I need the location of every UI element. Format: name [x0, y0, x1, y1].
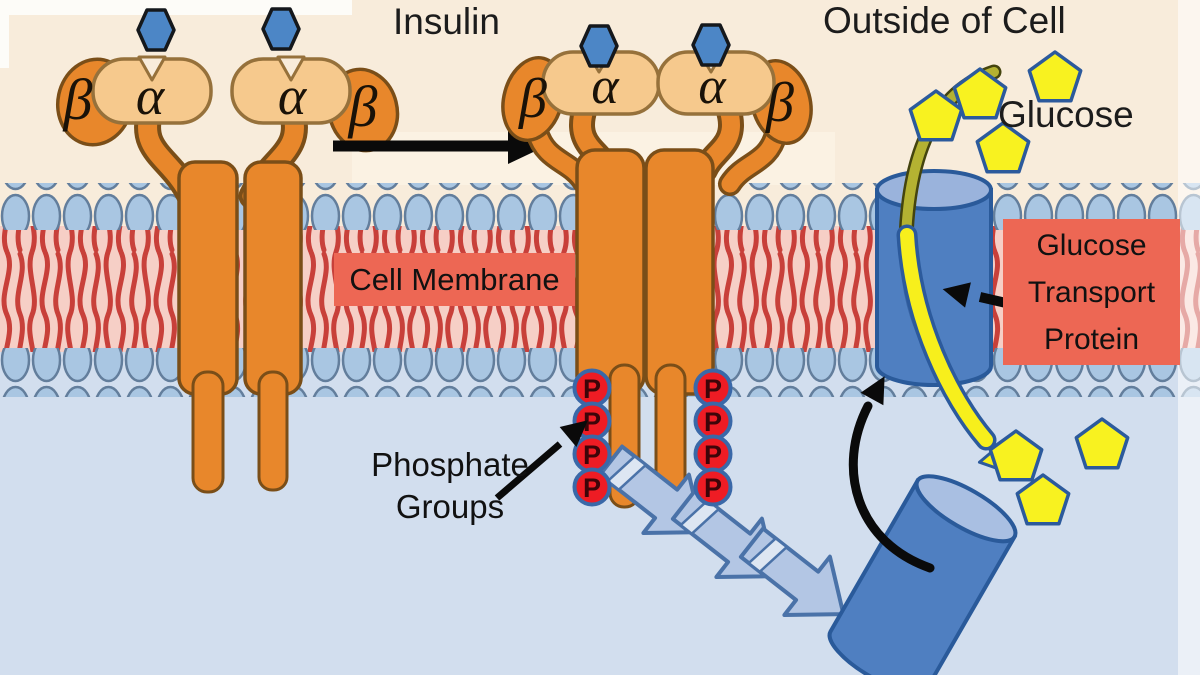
beta-subunit-label: β [518, 68, 547, 130]
top-left-white-strip [0, 0, 352, 15]
phosphate-label-line: Groups [395, 488, 505, 526]
phosphate-letter: P [704, 440, 722, 470]
left-white-sliver [0, 14, 9, 68]
pointer-arrow-phosphate [494, 410, 597, 501]
phosphate-letter: P [704, 374, 722, 404]
receptor-transmembrane-column [575, 148, 646, 396]
phosphate-group: P [693, 368, 733, 408]
alpha-binding-notch [137, 55, 167, 82]
receptor-transmembrane-column [243, 160, 303, 396]
glucose-vesicle [827, 474, 1018, 675]
insulin-hexagon [136, 8, 176, 52]
alpha-binding-notch [276, 55, 306, 82]
right-edge-fade [1178, 0, 1200, 675]
receptor-tail [257, 370, 289, 492]
phosphate-group: P [693, 401, 733, 441]
insulin-hexagon [261, 7, 301, 51]
transport-label-line: Glucose [1036, 228, 1147, 262]
receptor-transmembrane-column [644, 148, 715, 396]
phosphate-letter: P [583, 473, 601, 503]
alpha-subunit-label: α [136, 66, 166, 126]
transport-label-line: Protein [1043, 322, 1140, 356]
beta-subunit-label: β [63, 67, 93, 132]
transport-label-line: Transport [1027, 275, 1156, 309]
phosphate-letter: P [583, 440, 601, 470]
phosphate-groups: P P P P P P P P [572, 368, 733, 507]
cell-membrane-label-box: Cell Membrane [334, 253, 575, 306]
phosphate-group: P [572, 467, 612, 507]
black-translocation-arrow [848, 369, 935, 573]
outside-of-cell-label: Outside of Cell [823, 0, 1066, 41]
phosphate-letter: P [583, 407, 601, 437]
phosphate-letter: P [704, 473, 722, 503]
glucose-transport-protein-label-box: Glucose Transport Protein [1003, 219, 1180, 365]
phosphate-letter: P [704, 407, 722, 437]
insulin-receptor-inactive: β α α β [55, 7, 400, 494]
phosphate-group: P [693, 467, 733, 507]
phosphate-label-line: Phosphate [371, 446, 529, 483]
receptor-stalk [721, 125, 785, 193]
insulin-label: Insulin [393, 1, 500, 42]
phosphate-group: P [572, 368, 612, 408]
receptor-transmembrane-column [177, 160, 239, 396]
alpha-subunit-label: α [591, 58, 620, 115]
beta-subunit-label: β [348, 74, 378, 139]
beta-subunit-label: β [765, 72, 794, 134]
phosphate-group: P [572, 434, 612, 474]
phosphate-groups-label: Phosphate Groups [350, 444, 550, 528]
glucose-label: Glucose [998, 94, 1134, 135]
cell-membrane-label: Cell Membrane [349, 261, 560, 297]
alpha-subunit-label: α [278, 66, 308, 126]
alpha-subunit-label: α [698, 58, 727, 115]
phosphate-group: P [693, 434, 733, 474]
receptor-tail [191, 370, 225, 494]
phosphate-letter: P [583, 374, 601, 404]
